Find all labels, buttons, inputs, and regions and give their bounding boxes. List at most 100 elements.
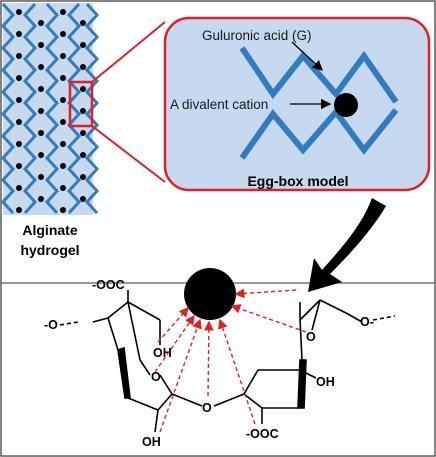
coord-line-2 [154, 314, 195, 373]
cation-dot [38, 20, 44, 26]
cation-dot [60, 207, 66, 213]
divalent-cation [184, 268, 236, 320]
cation-dot [60, 53, 66, 59]
right-ring-o-bond [311, 299, 321, 331]
alginate-hydrogel-strip [0, 2, 100, 215]
left-ring-bond-3 [107, 317, 119, 351]
left-ring-bond-2 [127, 301, 161, 321]
left-ring-bond-7 [139, 359, 151, 376]
egg-box-structure [59, 290, 396, 433]
cation-dot [60, 119, 66, 125]
coord-line-7 [230, 304, 307, 333]
curved-transition-arrow [308, 198, 386, 292]
cation-dot [80, 86, 86, 92]
cation-dot [80, 196, 86, 202]
zoom-line-top [91, 21, 166, 83]
coord-line-3 [159, 318, 202, 433]
left-bottom-oh-label: OH [142, 435, 161, 449]
left-bottom-oh-bond [154, 409, 159, 433]
guluronic-label: Guluronic acid (G) [202, 28, 312, 43]
hydrogel-zigzag-line [0, 2, 16, 215]
left-chain-dash [59, 321, 79, 326]
guluronic-pointer-arrow [291, 41, 323, 71]
right-ring-bond-6 [243, 369, 259, 395]
left-ring-oh-label: OH [153, 346, 172, 360]
cation-dot [80, 64, 86, 70]
cation-dot [80, 152, 86, 158]
right-wedge-bond [297, 359, 307, 409]
right-ring-bond-3 [299, 319, 303, 361]
left-ring-bond-4 [127, 397, 159, 411]
cation-dot [16, 53, 22, 59]
left-ring-o-label: O [151, 370, 161, 384]
right-carboxylate-label: -OOC [246, 427, 279, 441]
cation-dot [16, 75, 22, 81]
left-chain-o-label: -O [44, 318, 58, 332]
cation-dot [16, 31, 22, 37]
guluronic-chain-bottom [239, 107, 399, 160]
structure-labels: -O -OOC OH O OH O O OH -OOC O- [44, 278, 374, 449]
cation-dot [16, 163, 22, 169]
bridge-o-label: O [202, 401, 212, 415]
coord-line-1 [157, 306, 189, 343]
hydrogel-zigzag-line [22, 2, 38, 215]
hydrogel-label-line1: Alginate [22, 222, 77, 238]
left-ring-bond-5 [157, 393, 173, 411]
bridge-bond-left [171, 393, 203, 407]
cation-dot [16, 141, 22, 147]
left-carboxylate-label: -OOC [92, 278, 125, 292]
right-ring-bond-4 [299, 299, 321, 321]
hydrogel-zigzag-line [44, 2, 60, 215]
cation-dot [38, 130, 44, 136]
coord-line-5 [218, 318, 256, 425]
cation-dot [60, 9, 66, 15]
right-ring-bond-5 [319, 299, 349, 315]
cation-dot [38, 64, 44, 70]
cation-dot [16, 9, 22, 15]
cation-dot [38, 42, 44, 48]
cation-dot [80, 108, 86, 114]
right-o-bond [347, 313, 363, 323]
right-oh-bond [303, 371, 317, 379]
right-chain-o-label: O- [360, 315, 374, 329]
left-ring-bond-6 [127, 301, 141, 361]
left-o-bond [92, 317, 109, 323]
cation-dot [60, 163, 66, 169]
cation-dot-zoom [334, 93, 358, 117]
cation-dot [60, 141, 66, 147]
cation-label: A divalent cation [170, 97, 268, 112]
coord-line-4 [203, 320, 214, 397]
cation-dot [60, 31, 66, 37]
coord-line-6 [234, 288, 297, 299]
right-chain-dash [372, 315, 396, 321]
egg-box-model-label: Egg-box model [247, 173, 348, 189]
cation-dot [38, 196, 44, 202]
bridge-bond-right [213, 393, 245, 407]
cation-dot [16, 185, 22, 191]
cation-dot [38, 86, 44, 92]
cation-dot [60, 75, 66, 81]
right-ring-o-label: O [306, 330, 316, 344]
hydrogel-label-line2: hydrogel [20, 242, 79, 258]
left-ring-bond-8 [159, 374, 173, 395]
cation-dot [80, 42, 86, 48]
selection-box [68, 80, 94, 128]
cation-dot [80, 20, 86, 26]
hydrogel-zigzag-line [66, 2, 82, 215]
right-ring-oh-label: OH [316, 375, 335, 389]
cation-dot [38, 152, 44, 158]
cation-dot [38, 174, 44, 180]
cation-dot [60, 97, 66, 103]
zoom-line-bottom [91, 125, 166, 183]
guluronic-chain-top [239, 46, 399, 104]
cation-dot [16, 207, 22, 213]
cation-dot [80, 130, 86, 136]
cation-dot [16, 97, 22, 103]
cation-dot [38, 108, 44, 114]
cation-dot [80, 174, 86, 180]
cation-dot [60, 185, 66, 191]
cation-dot [16, 119, 22, 125]
coordination-lines [154, 288, 307, 433]
